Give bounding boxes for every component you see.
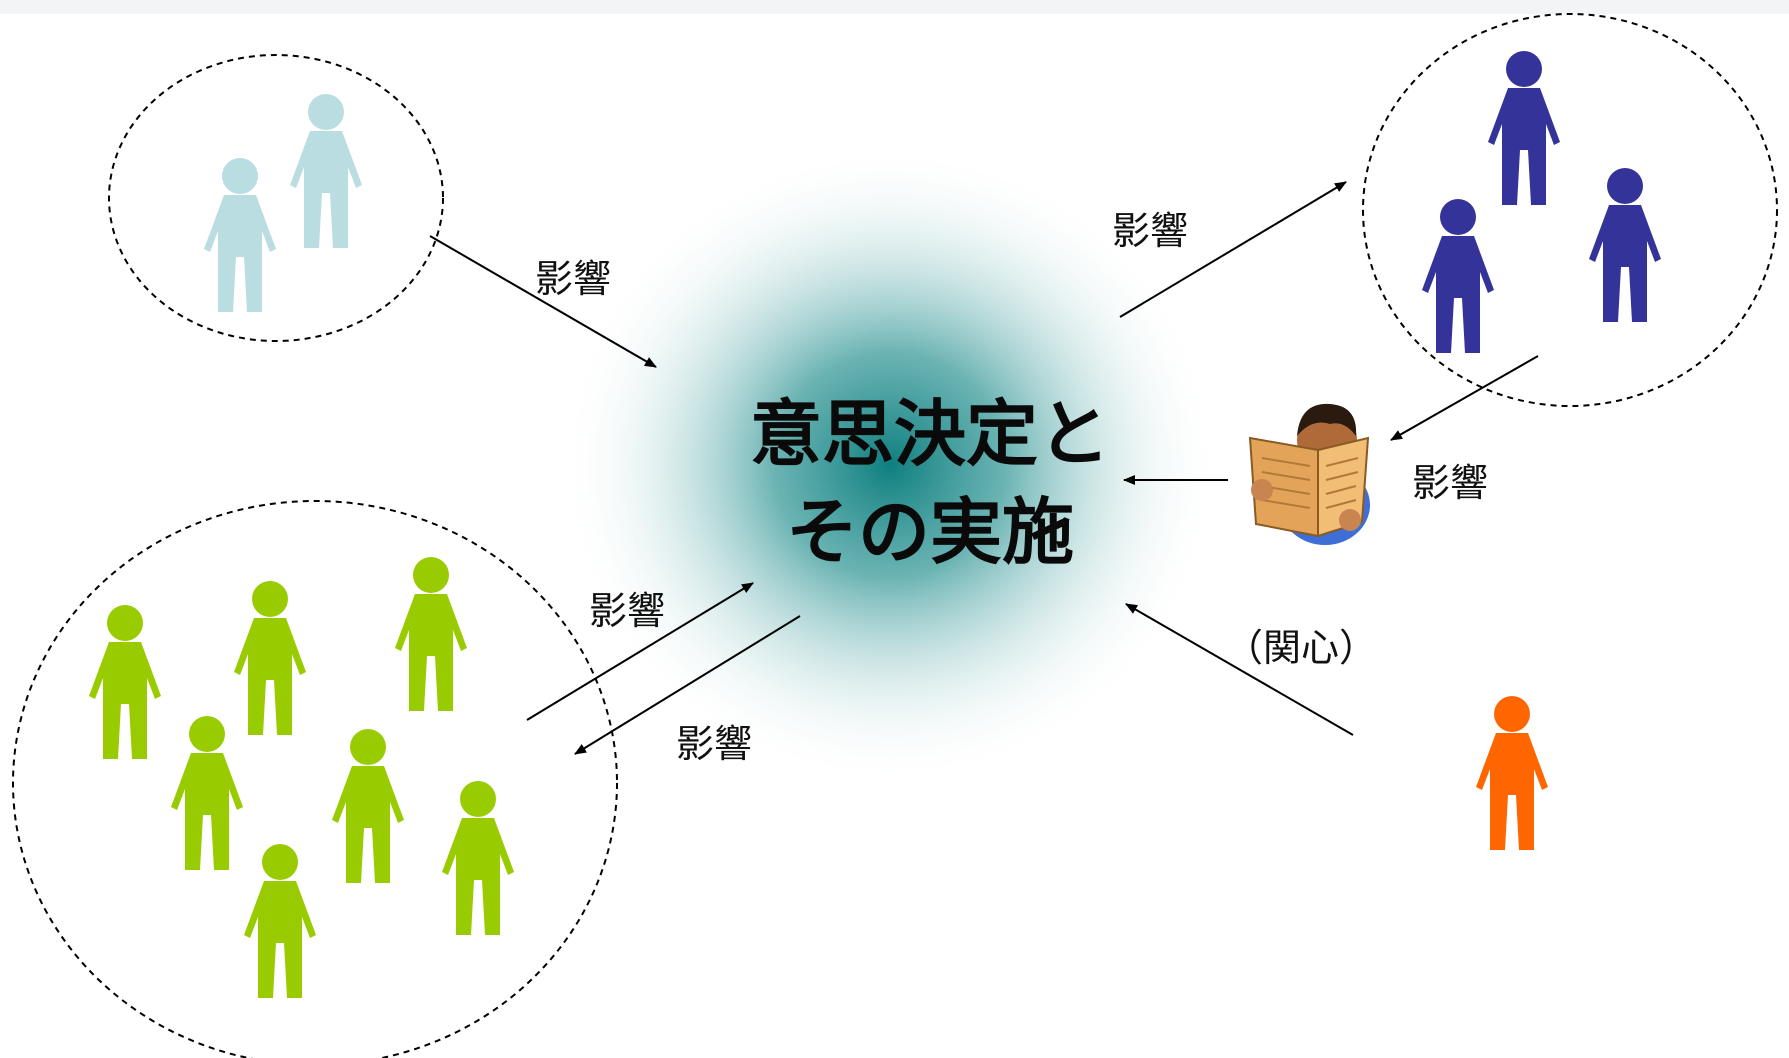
group-circle-top-right	[1362, 13, 1778, 407]
person-icon	[1422, 199, 1494, 353]
center-line-1: 意思決定と	[749, 392, 1110, 476]
orange-person	[1476, 696, 1548, 850]
person-icon	[395, 557, 467, 711]
person-icon	[204, 158, 276, 312]
navy-group	[1422, 51, 1661, 353]
person-icon	[1476, 696, 1548, 850]
top-band	[0, 0, 1789, 14]
label-top-right-influence: 影響	[1112, 209, 1189, 253]
person-icon	[244, 844, 316, 998]
group-circle-bottom-left	[12, 500, 618, 1058]
person-icon	[1589, 168, 1661, 322]
arrow-light-blue-to-center	[429, 235, 657, 368]
arrow-orange-to-center	[1125, 603, 1354, 736]
person-icon	[1488, 51, 1560, 205]
label-top-left-influence: 影響	[535, 257, 612, 301]
person-icon	[89, 605, 161, 759]
arrow-navy-to-reader	[1390, 355, 1539, 441]
center-glow	[560, 145, 1220, 785]
label-newspaper-influence: 影響	[1412, 461, 1489, 505]
green-group	[89, 557, 514, 998]
newspaper-reader-icon	[1248, 403, 1370, 545]
person-icon	[171, 716, 243, 870]
group-circle-top-left	[108, 54, 444, 342]
light-blue-group	[204, 94, 362, 312]
arrow-center-to-green	[574, 615, 801, 755]
label-green-to-center-influence: 影響	[589, 589, 666, 633]
label-interest: （関心）	[1225, 626, 1378, 670]
person-icon	[290, 94, 362, 248]
center-line-2: その実施	[785, 490, 1074, 574]
label-center-to-green-influence: 影響	[676, 722, 753, 766]
person-icon	[234, 581, 306, 735]
arrow-center-to-navy	[1119, 181, 1347, 318]
center-decision-label: 意思決定と その実施	[700, 385, 1160, 581]
person-icon	[332, 729, 404, 883]
person-icon	[442, 781, 514, 935]
arrow-green-to-center	[526, 582, 754, 721]
